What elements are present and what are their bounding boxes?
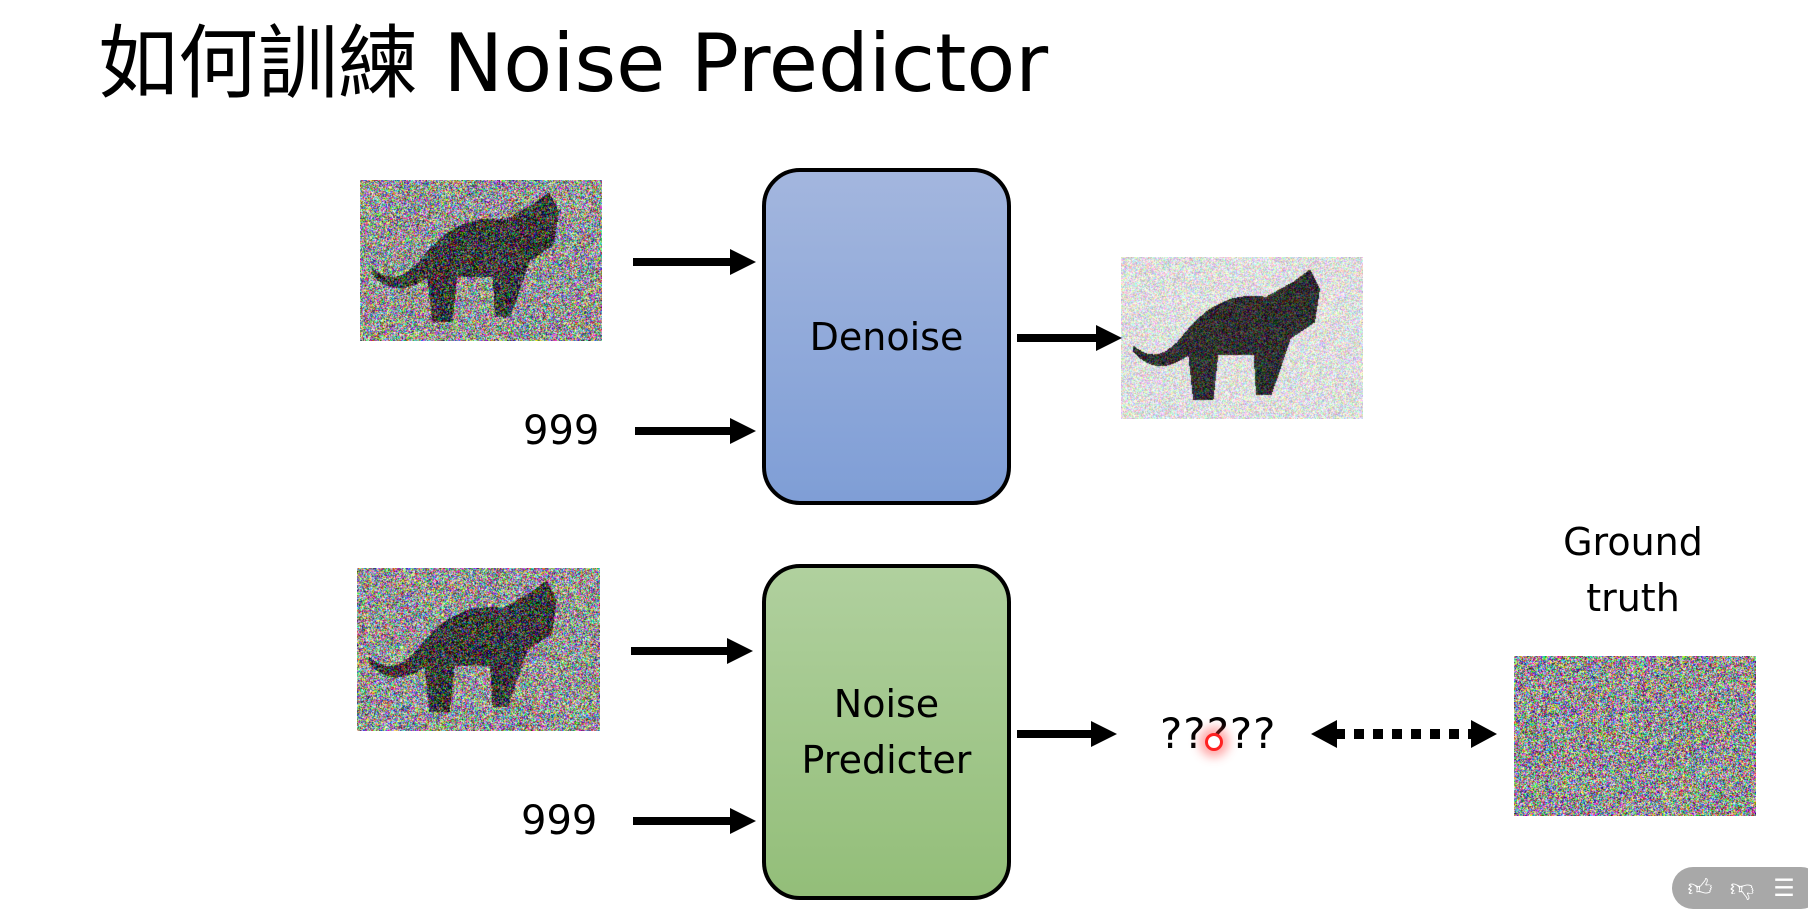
thumbs-down-icon[interactable]: 👎︎ (1728, 874, 1756, 903)
dotted-double-arrow-compare (1311, 720, 1497, 748)
thumbs-up-icon[interactable]: 👍︎ (1686, 874, 1714, 903)
arrow-step-to-predictor (633, 808, 756, 834)
arrow-denoise-to-output (1017, 325, 1122, 351)
arrow-step-to-denoise (635, 418, 756, 444)
arrow-predictor-to-output (1017, 721, 1117, 747)
comment-icon[interactable]: ☰ (1770, 874, 1798, 902)
feedback-bar: 👍︎ 👎︎ ☰ (1672, 867, 1808, 909)
arrow-image-to-predictor (631, 638, 753, 664)
arrow-image-to-denoise (633, 249, 756, 275)
